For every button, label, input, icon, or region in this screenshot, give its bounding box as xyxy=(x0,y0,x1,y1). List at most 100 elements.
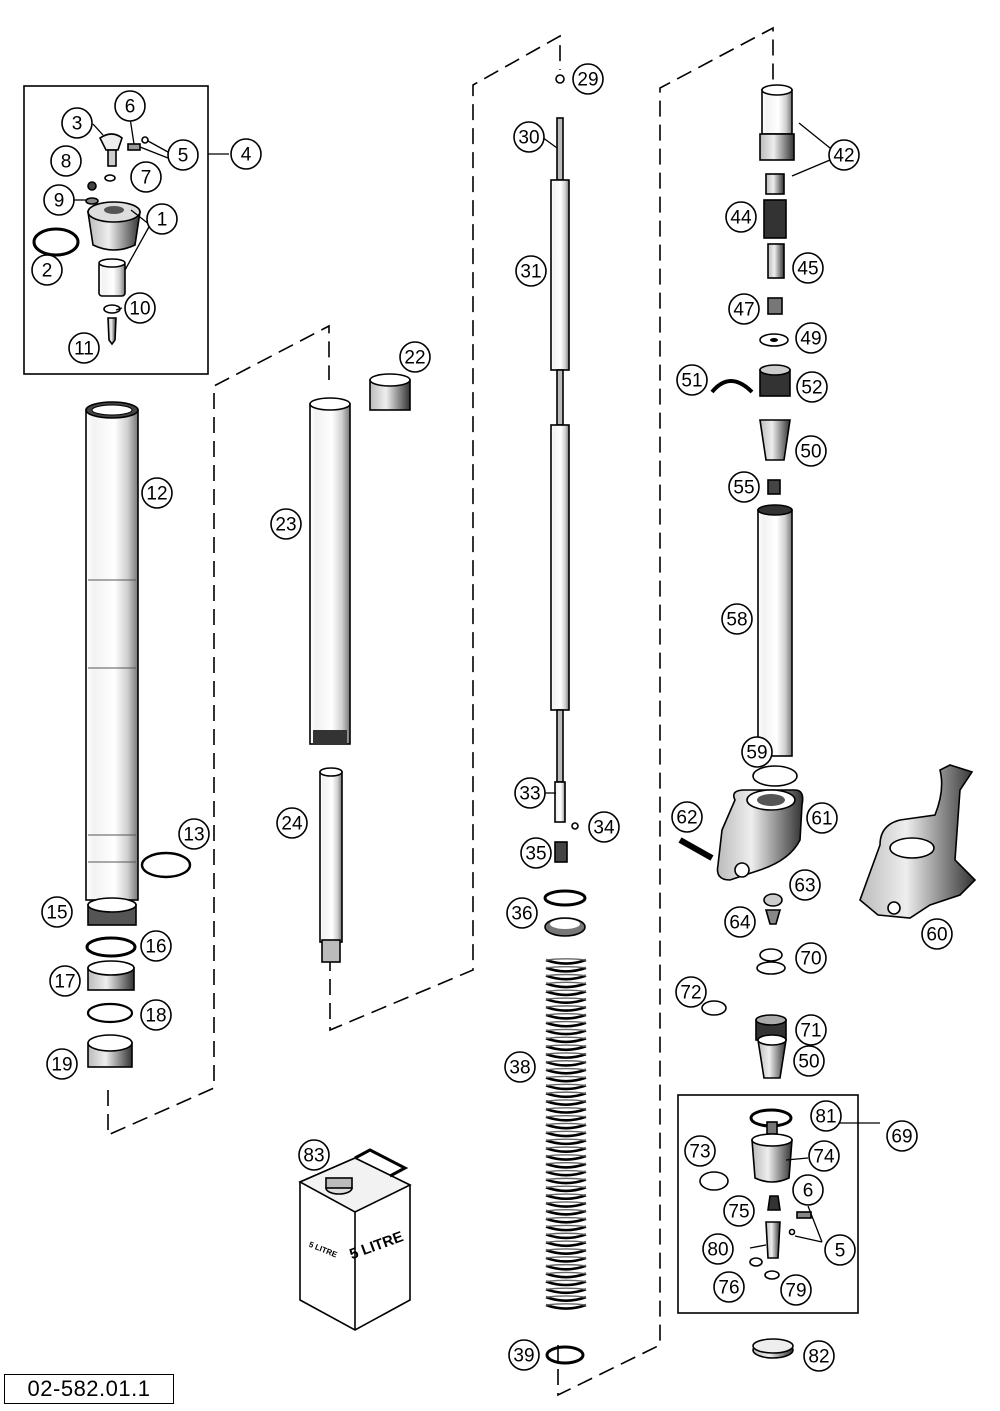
callout-c63: 63 xyxy=(789,869,821,901)
spring-coil-back xyxy=(545,1107,587,1110)
callout-c13: 13 xyxy=(178,818,210,850)
callout-c4: 4 xyxy=(230,138,262,170)
callout-circle xyxy=(506,897,538,929)
callout-circle xyxy=(43,184,75,216)
callout-label: 75 xyxy=(728,1202,749,1223)
callout-c73: 73 xyxy=(684,1135,716,1167)
callout-circle xyxy=(824,1234,856,1266)
piston-rod-assembly xyxy=(550,74,579,863)
spring-coil xyxy=(545,1045,587,1052)
spring-coil-back xyxy=(545,973,587,977)
callout-circle xyxy=(520,837,552,869)
callout-c11: 11 xyxy=(68,332,100,364)
spring-coil xyxy=(545,1005,587,1012)
callout-circle xyxy=(124,292,156,324)
callout-label: 79 xyxy=(785,1281,806,1302)
spring-coil-back xyxy=(545,1232,587,1236)
callout-label: 70 xyxy=(800,949,821,970)
callout-label: 18 xyxy=(145,1006,166,1027)
spring-coil-back xyxy=(545,1216,587,1220)
spring-coil xyxy=(545,1272,587,1279)
callout-circle xyxy=(68,332,100,364)
spring-coil-back xyxy=(545,1185,587,1189)
callout-c60: 60 xyxy=(921,918,953,950)
callout-circle xyxy=(675,976,707,1008)
callout-label: 80 xyxy=(707,1240,728,1261)
spring-coil xyxy=(545,1186,587,1193)
callout-label: 44 xyxy=(730,208,752,229)
callout-c23: 23 xyxy=(270,508,302,540)
callout-c62: 62 xyxy=(671,801,703,833)
spring-coil xyxy=(545,1068,587,1075)
callout-c45: 45 xyxy=(792,252,824,284)
callout-circle xyxy=(41,896,73,928)
callout-c64: 64 xyxy=(724,906,756,938)
damper-components xyxy=(710,84,798,787)
spring-coil-back xyxy=(545,1075,587,1079)
callout-label: 50 xyxy=(800,442,821,463)
callout-label: 5 xyxy=(835,1241,846,1262)
callout-label: 6 xyxy=(803,1181,814,1202)
callout-circle xyxy=(572,63,604,95)
callout-circle xyxy=(130,161,162,193)
callout-label: 51 xyxy=(681,371,702,392)
callout-circle xyxy=(31,254,63,286)
callout-label: 24 xyxy=(281,814,303,835)
callout-circle xyxy=(49,965,81,997)
spring-coil-back xyxy=(545,1263,587,1267)
callout-circle xyxy=(728,293,760,325)
callout-label: 47 xyxy=(733,300,754,321)
spring-coil-back xyxy=(545,1201,587,1204)
spring-coil xyxy=(545,1170,587,1177)
spring-coil xyxy=(545,1146,587,1154)
callout-label: 19 xyxy=(51,1055,72,1076)
callout-circle xyxy=(702,1233,734,1265)
callout-label: 49 xyxy=(800,329,821,350)
callout-circle xyxy=(276,807,308,839)
callout-circle xyxy=(795,942,827,974)
callout-label: 23 xyxy=(275,515,296,536)
callout-c29: 29 xyxy=(572,63,604,95)
callout-circle xyxy=(723,1195,755,1227)
spring-coil-back xyxy=(545,1303,587,1306)
spring-coil xyxy=(545,1139,587,1146)
callout-label: 42 xyxy=(833,146,854,167)
callout-c31: 31 xyxy=(515,255,547,287)
callout-label: 3 xyxy=(72,114,83,135)
callout-circle xyxy=(167,139,199,171)
callout-c16: 16 xyxy=(140,930,172,962)
callout-circle xyxy=(114,90,146,122)
spring-coil-back xyxy=(545,1099,587,1102)
parts-63-64 xyxy=(763,893,783,925)
spring-coil xyxy=(545,1256,587,1263)
spring-coil-back xyxy=(545,1240,587,1243)
callout-circle xyxy=(140,930,172,962)
spring-coil xyxy=(545,1154,587,1161)
oil-can-83: 5 LITRE 5 LITRE xyxy=(298,1148,412,1331)
spring-coil xyxy=(545,1233,587,1240)
spring-coil xyxy=(545,1217,587,1224)
callouts: 1234567891011121315161718192223242930313… xyxy=(31,63,953,1372)
callout-c2: 2 xyxy=(31,254,63,286)
spring-coil-back xyxy=(545,1146,587,1149)
callout-label: 16 xyxy=(145,937,166,958)
callout-c59: 59 xyxy=(741,736,773,768)
callout-c15: 15 xyxy=(41,896,73,928)
callout-label: 60 xyxy=(926,925,947,946)
callout-label: 17 xyxy=(54,972,75,993)
callout-c80: 80 xyxy=(702,1233,734,1265)
bushing-22 xyxy=(369,373,411,411)
callout-circle xyxy=(141,477,173,509)
spring-coil-back xyxy=(545,1287,587,1291)
callout-c24: 24 xyxy=(276,807,308,839)
callout-circle xyxy=(780,1274,812,1306)
callout-c69: 69 xyxy=(886,1120,918,1152)
callout-c70: 70 xyxy=(795,942,827,974)
guide-36 xyxy=(543,889,587,937)
callout-c50a: 50 xyxy=(795,435,827,467)
spring-coil-back xyxy=(545,1028,587,1032)
callout-c5b: 5 xyxy=(824,1234,856,1266)
spring-coil xyxy=(545,1131,587,1138)
spring-coil-back xyxy=(545,1138,587,1142)
